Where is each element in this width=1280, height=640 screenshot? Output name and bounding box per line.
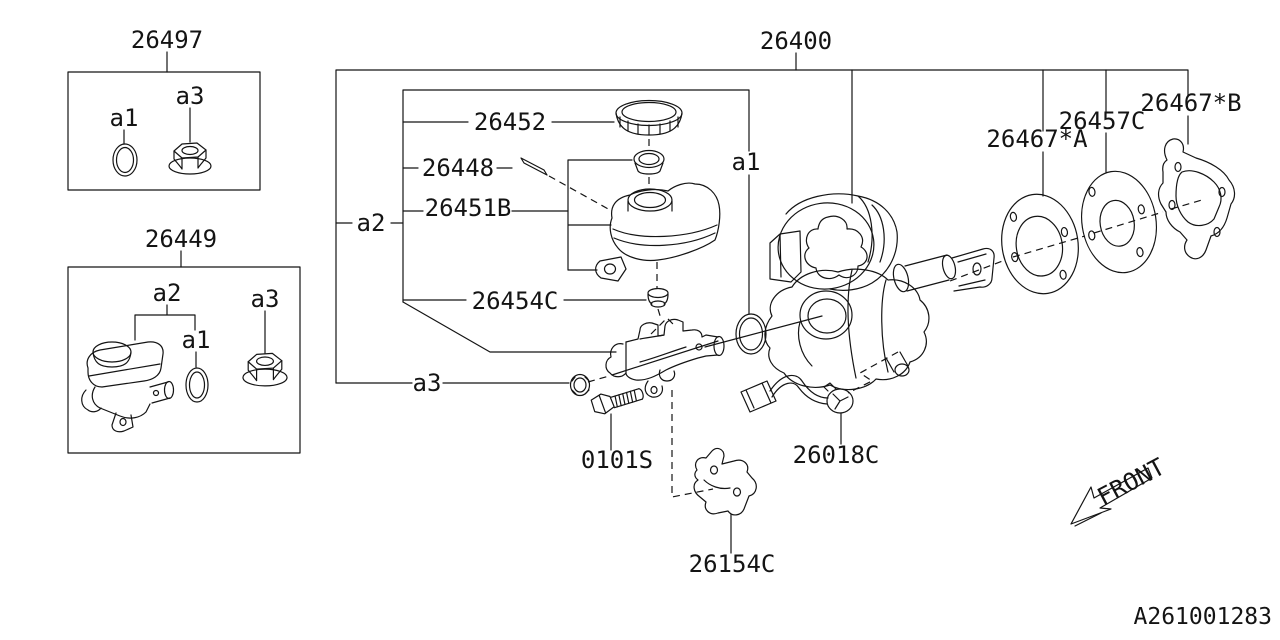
grommet-drawing — [648, 289, 668, 308]
o-ring-drawing — [113, 144, 137, 176]
center-axis — [588, 200, 1202, 382]
flange-nut-drawing — [571, 375, 590, 396]
part-label-26467B[interactable]: 26467*B — [1140, 89, 1241, 117]
part-label-26154C[interactable]: 26154C — [689, 550, 776, 578]
kit-frame — [68, 267, 300, 453]
ref-label-a2: a2 — [357, 209, 386, 237]
exploded-stack-dashes — [649, 139, 673, 334]
part-label-26400[interactable]: 26400 — [760, 27, 832, 55]
subassembly-bracket-lines — [403, 90, 749, 352]
reservoir-tank-drawing — [596, 183, 720, 281]
part-label-0101S[interactable]: 0101S — [581, 446, 653, 474]
brake-booster-drawing — [765, 194, 994, 390]
part-label-26448[interactable]: 26448 — [422, 154, 494, 182]
part-label-26497[interactable]: 26497 — [131, 26, 203, 54]
gasket-b-drawing — [1159, 139, 1235, 259]
part-label-26018C[interactable]: 26018C — [793, 441, 880, 469]
part-label-26452[interactable]: 26452 — [474, 108, 546, 136]
pin-pointer-dash — [549, 176, 610, 210]
ref-label-a3: a3 — [176, 82, 205, 110]
bracket-drawing — [694, 449, 756, 515]
flange-nut-drawing — [243, 353, 287, 386]
front-direction-indicator: FRONT — [1071, 453, 1170, 526]
harness-pointer-dash — [848, 352, 898, 393]
part-label-26449[interactable]: 26449 — [145, 225, 217, 253]
pin-drawing — [521, 158, 547, 175]
part-label-26467A[interactable]: 26467*A — [986, 125, 1088, 153]
kit-frame — [68, 72, 260, 190]
ref-label-a2: a2 — [153, 279, 182, 307]
harness-drawing — [741, 375, 853, 413]
reservoir-cap-drawing — [616, 101, 682, 136]
flange-nut-drawing — [169, 143, 211, 174]
part-label-26457C[interactable]: 26457C — [1059, 107, 1146, 135]
mini-master-cylinder-drawing — [82, 342, 174, 432]
strainer-drawing — [634, 151, 664, 175]
master-cylinder-drawing — [606, 319, 724, 397]
part-label-26454C[interactable]: 26454C — [472, 287, 559, 315]
bolt-drawing — [590, 382, 645, 416]
ref-label-a1: a1 — [110, 104, 139, 132]
front-label: FRONT — [1093, 453, 1170, 512]
part-label-26451B[interactable]: 26451B — [425, 194, 512, 222]
spacer-drawing — [1074, 166, 1163, 278]
ref-label-a1: a1 — [182, 326, 211, 354]
front-arrow-icon — [1071, 468, 1152, 524]
assembly-bracket-lines — [336, 53, 1188, 383]
bracket-pointer-dash — [672, 390, 713, 497]
kit-box-26449: 26449 a2 a1 a3 — [68, 225, 300, 453]
diagram-code: A261001283 — [1134, 604, 1272, 630]
o-ring-drawing — [736, 314, 766, 354]
kit-box-26497: 26497 a1 a3 — [68, 26, 260, 190]
ref-label-a1: a1 — [732, 148, 761, 176]
gasket-a-drawing — [995, 189, 1086, 300]
ref-label-a3: a3 — [413, 369, 442, 397]
o-ring-drawing — [186, 368, 208, 402]
bracket-a2 — [135, 305, 195, 340]
ref-label-a3: a3 — [251, 285, 280, 313]
